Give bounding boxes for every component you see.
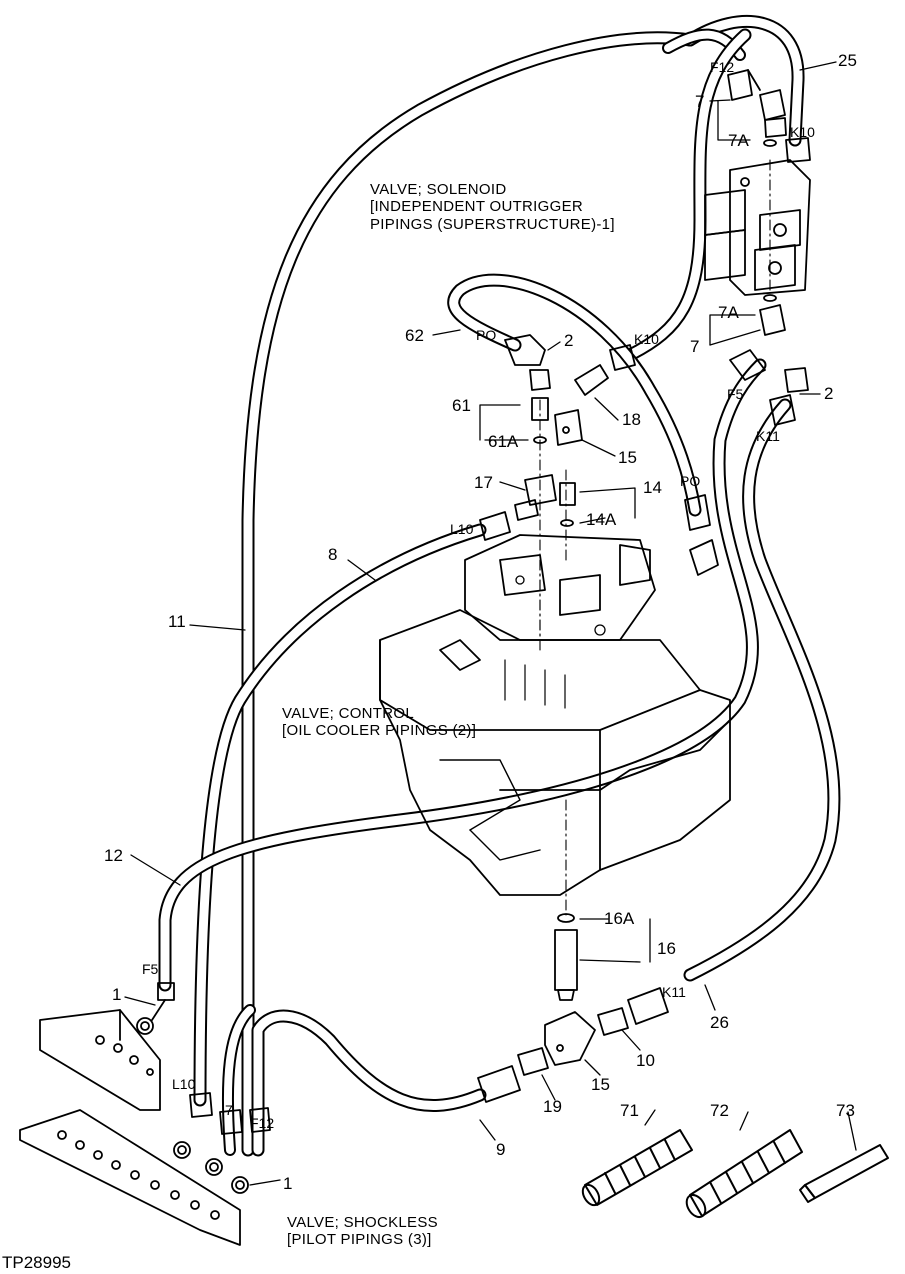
marking-f5-left: F5: [142, 961, 159, 977]
callout-61a: 61A: [488, 432, 519, 451]
callout-7-top: 7: [695, 92, 705, 111]
spiral-band-72: [685, 1129, 803, 1219]
fitting-7-mid: [759, 294, 786, 336]
shockless-fittings: [173, 1092, 271, 1194]
fitting-f12-top: [727, 69, 761, 101]
callout-1-lower: 1: [283, 1174, 293, 1193]
callout-14: 14: [643, 478, 662, 497]
callout-8: 8: [328, 545, 338, 564]
marking-po-62: PO: [476, 327, 497, 343]
marking-k11-lower: K11: [662, 984, 686, 1000]
hose-12: [158, 358, 767, 992]
fitting-2-po: [504, 334, 551, 391]
callout-14a: 14A: [586, 510, 617, 529]
hose-25: [662, 15, 805, 147]
callout-1-left: 1: [112, 985, 122, 1004]
cable-tie-73: [799, 1144, 889, 1203]
hose-k10: [623, 28, 752, 362]
shockless-caption-line1: VALVE; SHOCKLESS: [287, 1214, 438, 1231]
hose-26: [683, 398, 841, 982]
solenoid-caption-line3: PIPINGS (SUPERSTRUCTURE)-1]: [370, 215, 615, 233]
fitting-7-top: [759, 89, 787, 147]
callout-15-top: 15: [618, 448, 637, 467]
fitting-15-lower: [544, 1011, 596, 1066]
callout-62: 62: [405, 326, 424, 345]
hose-8: [193, 523, 487, 1107]
callout-61: 61: [452, 396, 471, 415]
hose-l10-lower: [221, 1004, 256, 1156]
marking-k10-mid: K10: [634, 331, 659, 347]
spiral-band-71: [581, 1129, 693, 1207]
callout-9: 9: [496, 1140, 506, 1159]
callout-25: 25: [838, 51, 857, 70]
solenoid-caption-line1: VALVE; SOLENOID: [370, 181, 507, 198]
callout-16: 16: [657, 939, 676, 958]
fitting-14: [559, 482, 576, 527]
fitting-61: [531, 397, 549, 444]
fitting-k11-lower: [627, 987, 669, 1025]
callout-15-lower: 15: [591, 1075, 610, 1094]
solenoid-caption-line2: [INDEPENDENT OUTRIGGER: [370, 198, 584, 216]
hose-62: [447, 273, 702, 517]
hose-9: [251, 1009, 487, 1157]
marking-f12-top: F12: [710, 59, 735, 75]
center-lines: [539, 159, 771, 916]
marking-l10-valve: L10: [450, 521, 474, 537]
shockless-caption-line2: [PILOT PIPINGS (3)]: [287, 1231, 432, 1249]
callout-17: 17: [474, 473, 493, 492]
fitting-15-top: [554, 409, 583, 446]
callout-7-mid: 7: [690, 337, 700, 356]
marking-f5-solenoid: F5: [727, 386, 744, 402]
callout-19: 19: [543, 1097, 562, 1116]
marking-l10-lower: L10: [172, 1076, 196, 1092]
fitting-l10-valve: [479, 511, 511, 541]
marking-k10-top: K10: [790, 124, 815, 140]
marking-7-lower: 7: [225, 1102, 233, 1118]
hose-11: [241, 31, 697, 1157]
callout-11: 11: [168, 612, 186, 631]
callout-18: 18: [622, 410, 641, 429]
fitting-f5-solenoid: [729, 349, 766, 381]
callout-72: 72: [710, 1101, 729, 1120]
fitting-po-valve: [684, 494, 719, 576]
callout-7a-mid: 7A: [718, 303, 739, 322]
control-valve-caption: VALVE; CONTROL [OIL COOLER PIPINGS (2)]: [282, 705, 476, 740]
shockless-valve-plate: [19, 1109, 241, 1246]
control-caption-line1: VALVE; CONTROL: [282, 705, 415, 722]
callout-16a: 16A: [604, 909, 635, 928]
fitting-16: [554, 913, 578, 1001]
callout-2-po: 2: [564, 331, 574, 350]
leader-lines: [124, 61, 857, 1186]
marking-po-valve: PO: [680, 473, 701, 489]
fitting-17: [514, 474, 557, 521]
callout-10: 10: [636, 1051, 655, 1070]
shockless-valve-top-block: [39, 1009, 161, 1111]
callout-7a-top: 7A: [728, 131, 749, 150]
fitting-19: [517, 1047, 549, 1076]
marking-f12-lower: F12: [250, 1115, 275, 1131]
fitting-1-left: [136, 982, 175, 1035]
fitting-18: [574, 344, 636, 396]
callout-71: 71: [620, 1101, 639, 1120]
callout-73: 73: [836, 1101, 855, 1120]
fitting-k10-top: [785, 137, 811, 163]
solenoid-valve-caption: VALVE; SOLENOID [INDEPENDENT OUTRIGGER P…: [370, 181, 615, 233]
fitting-10: [597, 1007, 629, 1036]
callout-12: 12: [104, 846, 123, 865]
callout-2-solenoid: 2: [824, 384, 834, 403]
solenoid-valve-body: [704, 159, 811, 296]
fitting-2-solenoid: [769, 367, 809, 426]
marking-k11-solenoid: K11: [756, 428, 780, 444]
figure-id: TP28995: [2, 1253, 71, 1272]
shockless-valve-caption: VALVE; SHOCKLESS [PILOT PIPINGS (3)]: [287, 1214, 438, 1249]
fitting-9-end: [477, 1065, 521, 1103]
control-caption-line2: [OIL COOLER PIPINGS (2)]: [282, 722, 477, 740]
callout-26: 26: [710, 1013, 729, 1032]
